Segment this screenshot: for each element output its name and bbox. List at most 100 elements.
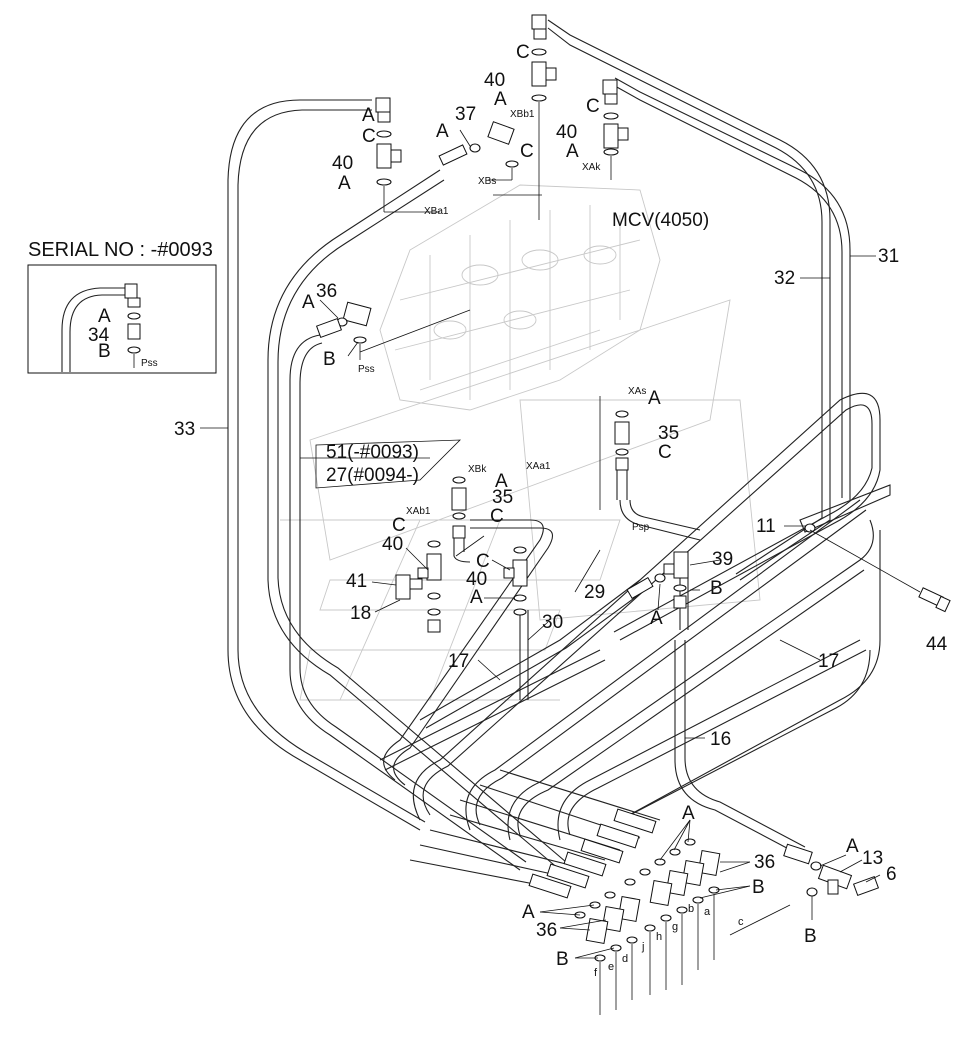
labels: A C 40 A XBa1 C 40 A XBb1 C 40 A XAk 37 … bbox=[174, 42, 948, 979]
tube-letter-f: f bbox=[594, 967, 598, 979]
label-leaders bbox=[200, 129, 881, 959]
serial-title: SERIAL NO : -#0093 bbox=[28, 239, 213, 261]
label-36: 36 bbox=[754, 852, 775, 873]
label-a: A bbox=[436, 121, 449, 142]
label-a: A bbox=[566, 141, 579, 162]
label-6: 6 bbox=[886, 864, 897, 885]
label-40: 40 bbox=[484, 70, 505, 91]
tube-letter-g: g bbox=[672, 921, 678, 933]
hose-bundle-right bbox=[412, 392, 881, 841]
label-40: 40 bbox=[382, 534, 403, 555]
label-a: A bbox=[338, 173, 351, 194]
label-16: 16 bbox=[710, 729, 731, 750]
label-c: C bbox=[516, 42, 530, 63]
fittings-top-right bbox=[602, 79, 629, 180]
label-31: 31 bbox=[878, 246, 899, 267]
tube-letter-a: a bbox=[704, 906, 711, 918]
label-a: A bbox=[648, 388, 661, 409]
fittings-39 bbox=[626, 551, 689, 609]
label-b: B bbox=[710, 578, 723, 599]
inset-label-b: B bbox=[98, 341, 111, 362]
port-xbk: XBk bbox=[468, 464, 487, 475]
label-13: 13 bbox=[862, 848, 883, 869]
tube-letter-b: b bbox=[688, 903, 694, 915]
fittings-40-ab1 bbox=[417, 540, 442, 633]
label-17: 17 bbox=[818, 651, 839, 672]
port-psp: Psp bbox=[632, 522, 650, 533]
label-c: C bbox=[490, 506, 504, 527]
fittings-40-center bbox=[503, 546, 528, 616]
label-44: 44 bbox=[926, 634, 948, 655]
label-c: C bbox=[520, 141, 534, 162]
label-36: 36 bbox=[316, 281, 337, 302]
label-a: A bbox=[846, 836, 859, 857]
label-36: 36 bbox=[536, 920, 557, 941]
tube-letter-d: d bbox=[622, 953, 628, 965]
mcv-label: MCV(4050) bbox=[612, 210, 709, 231]
hose-36-loop bbox=[289, 334, 527, 871]
fittings-36-lower bbox=[574, 838, 791, 1015]
clamp-11 bbox=[799, 484, 891, 533]
serial-note-27: 27(#0094-) bbox=[326, 465, 419, 486]
fittings-35-as bbox=[599, 396, 630, 510]
label-b: B bbox=[752, 877, 765, 898]
label-a: A bbox=[362, 105, 375, 126]
label-a: A bbox=[522, 902, 535, 923]
port-xab1: XAb1 bbox=[406, 506, 431, 517]
fitting-44 bbox=[809, 529, 951, 613]
label-b: B bbox=[804, 926, 817, 947]
label-18: 18 bbox=[350, 603, 371, 624]
hose-29-30 bbox=[419, 560, 689, 729]
label-a: A bbox=[470, 587, 483, 608]
hose-left-loop bbox=[267, 169, 567, 871]
label-a: A bbox=[682, 803, 695, 824]
label-c: C bbox=[586, 96, 600, 117]
port-xbb1: XBb1 bbox=[510, 109, 535, 120]
hose-33 bbox=[227, 99, 426, 831]
label-29: 29 bbox=[584, 582, 605, 603]
label-a: A bbox=[650, 608, 663, 629]
port-xak: XAk bbox=[582, 162, 601, 173]
fittings-41 bbox=[395, 574, 423, 600]
fittings-13-6 bbox=[806, 861, 880, 920]
port-xbs: XBs bbox=[478, 176, 496, 187]
fittings-37 bbox=[438, 121, 519, 181]
label-11: 11 bbox=[756, 516, 776, 537]
fittings-36-upper bbox=[315, 301, 471, 360]
inset-label-34: 34 bbox=[88, 325, 110, 346]
label-35: 35 bbox=[492, 487, 513, 508]
label-c: C bbox=[362, 126, 376, 147]
label-37: 37 bbox=[455, 104, 476, 125]
label-b: B bbox=[323, 349, 336, 370]
hose-outlet-bundle bbox=[409, 769, 661, 889]
hose-16 bbox=[674, 640, 806, 856]
label-32: 32 bbox=[774, 268, 795, 289]
hose-31-32 bbox=[547, 19, 851, 581]
mcv-valve-body bbox=[280, 184, 761, 701]
port-pss: Pss bbox=[358, 364, 375, 375]
serial-inset: SERIAL NO : -#0093 A 34 B Pss bbox=[27, 239, 217, 374]
port-xas: XAs bbox=[628, 386, 646, 397]
label-c: C bbox=[658, 442, 672, 463]
fittings-35-bk bbox=[451, 476, 471, 563]
hose-17-lower bbox=[379, 519, 606, 786]
label-33: 33 bbox=[174, 419, 195, 440]
label-40: 40 bbox=[556, 122, 577, 143]
label-c: C bbox=[392, 515, 406, 536]
label-41: 41 bbox=[346, 571, 367, 592]
tube-letter-h: h bbox=[656, 931, 662, 943]
serial-note-51: 51(-#0093) bbox=[326, 442, 419, 463]
port-xba1: XBa1 bbox=[424, 206, 449, 217]
fittings-top-center bbox=[531, 14, 557, 220]
inset-port-pss: Pss bbox=[141, 358, 158, 369]
label-c: C bbox=[476, 551, 490, 572]
label-40: 40 bbox=[332, 153, 353, 174]
inset-label-a: A bbox=[98, 306, 111, 327]
fittings-top-left bbox=[375, 97, 440, 213]
tube-letter-e: e bbox=[608, 961, 614, 973]
label-35: 35 bbox=[658, 423, 679, 444]
label-b: B bbox=[556, 949, 569, 970]
hose-end-fittings bbox=[528, 808, 813, 899]
label-39: 39 bbox=[712, 549, 733, 570]
label-40: 40 bbox=[466, 569, 487, 590]
